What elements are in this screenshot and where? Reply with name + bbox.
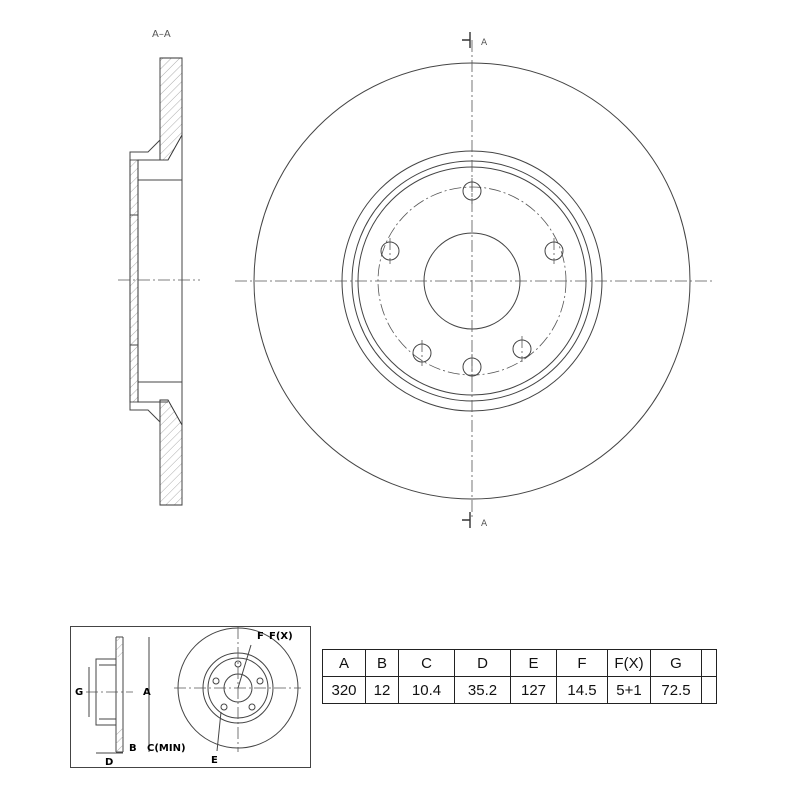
cut-marker-bottom xyxy=(462,512,471,528)
spec-header-cell: E xyxy=(510,649,557,677)
section-hatch-top xyxy=(159,57,183,161)
key-label-b: B xyxy=(129,743,137,754)
dimension-key-diagram: G A D B C(MIN) F F(X) xyxy=(75,627,301,767)
dimension-spec-table: A B C D E F F(X) G 320 12 10.4 35.2 127 … xyxy=(322,649,717,704)
spec-value-cell: 12 xyxy=(365,676,399,704)
spec-value-row: 320 12 10.4 35.2 127 14.5 5+1 72.5 xyxy=(322,676,717,704)
section-view xyxy=(118,57,200,506)
hat-wall-hatch xyxy=(129,159,139,403)
spec-value-cell: 320 xyxy=(322,676,366,704)
spec-header-row: A B C D E F F(X) G xyxy=(322,649,717,677)
key-side-view: G A D B C(MIN) xyxy=(75,636,186,767)
key-label-e: E xyxy=(211,755,218,766)
spec-header-cell: A xyxy=(322,649,366,677)
spec-header-cell: C xyxy=(398,649,455,677)
spec-value-cell: 14.5 xyxy=(556,676,608,704)
spec-header-cell: F(X) xyxy=(607,649,651,677)
spec-value-cell: 10.4 xyxy=(398,676,455,704)
spec-header-cell: D xyxy=(454,649,511,677)
key-label-a: A xyxy=(143,687,151,698)
spec-value-cell: 127 xyxy=(510,676,557,704)
cut-marker-top xyxy=(462,32,471,48)
key-label-g: G xyxy=(75,687,83,698)
spec-value-cell: 72.5 xyxy=(650,676,702,704)
spec-header-cell: F xyxy=(556,649,608,677)
spec-value-cell xyxy=(701,676,717,704)
spec-header-cell xyxy=(701,649,717,677)
bolt-holes xyxy=(380,178,564,380)
section-label: A–A xyxy=(152,29,171,40)
key-label-d: D xyxy=(105,757,113,767)
key-front-view: F F(X) E xyxy=(174,627,301,766)
cut-label-top: A xyxy=(481,38,488,48)
spec-value-cell: 5+1 xyxy=(607,676,651,704)
spec-header-cell: B xyxy=(365,649,399,677)
brake-disc-drawing: A–A A A xyxy=(118,29,712,529)
spec-header-cell: G xyxy=(650,649,702,677)
front-view: A A xyxy=(235,32,712,529)
dimension-key-box: G A D B C(MIN) F F(X) xyxy=(70,626,311,768)
key-label-fx: F(X) xyxy=(269,631,293,642)
spec-value-cell: 35.2 xyxy=(454,676,511,704)
key-label-f: F xyxy=(257,631,264,642)
key-label-c-min: C(MIN) xyxy=(147,743,186,754)
section-hatch-bottom xyxy=(159,399,183,506)
cut-label-bottom: A xyxy=(481,519,488,529)
